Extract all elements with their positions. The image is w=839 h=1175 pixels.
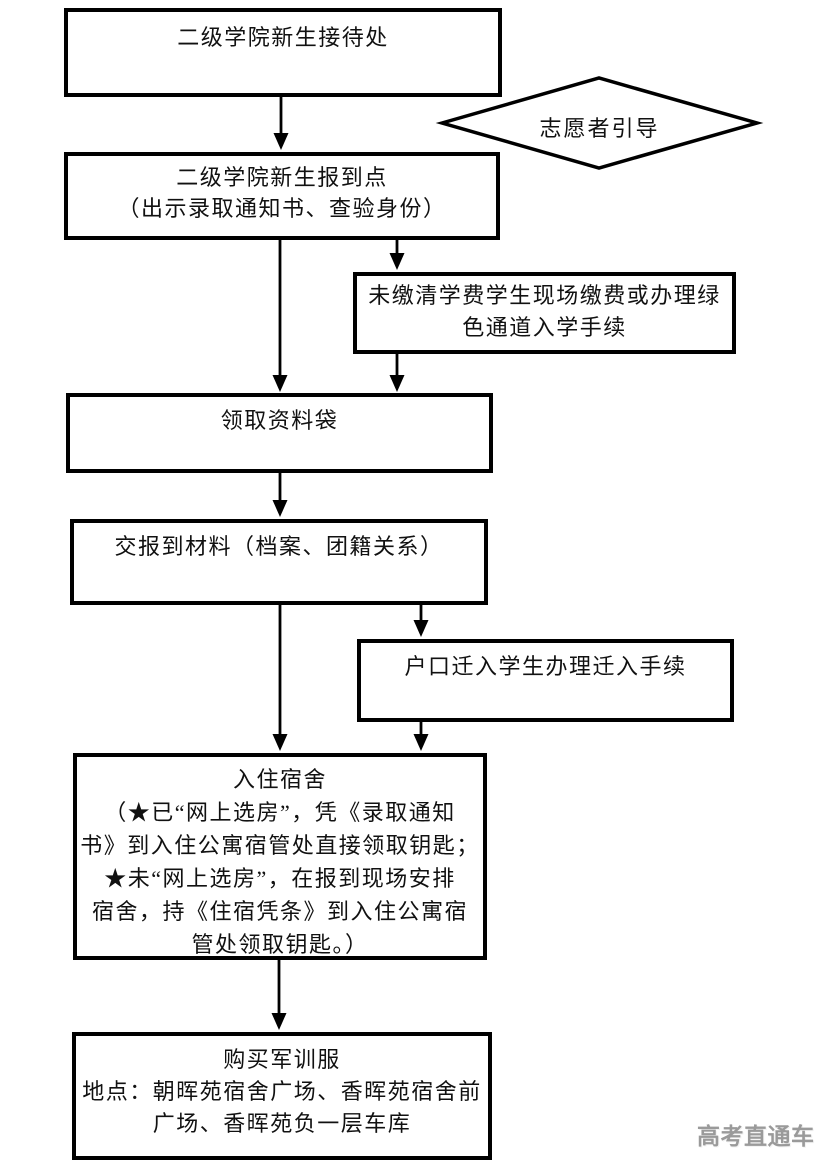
arrow-reception-to-checkin xyxy=(273,97,289,150)
node-uniform-line2: 地点：朝晖苑宿舍广场、香晖苑宿舍前 xyxy=(82,1079,482,1104)
node-uniform-line3: 广场、香晖苑负一层车库 xyxy=(152,1111,412,1136)
node-volunteer-guide-label: 志愿者引导 xyxy=(539,116,660,141)
volunteer-diamond-shape xyxy=(435,76,764,170)
watermark: 高考直通车 xyxy=(697,1123,815,1149)
node-checkin-line1: 二级学院新生报到点 xyxy=(176,165,388,190)
node-materials-bag-text: 领取资料袋 xyxy=(220,408,339,433)
arrow-bag-to-submit xyxy=(272,473,288,517)
arrow-tuition-to-bag xyxy=(389,354,405,392)
node-checkin-line2: （出示录取通知书、查验身份） xyxy=(117,196,447,221)
arrow-checkin-to-bag xyxy=(272,240,288,392)
node-uniform-line1: 购买军训服 xyxy=(223,1047,341,1072)
node-dorm-line4: ★未“网上选房”，在报到现场安排 xyxy=(104,866,456,891)
node-buy-uniform: 购买军训服 地点：朝晖苑宿舍广场、香晖苑宿舍前 广场、香晖苑负一层车库 xyxy=(72,1032,492,1160)
arrow-checkin-to-tuition xyxy=(389,240,405,270)
node-dorm-line6: 管处领取钥匙。） xyxy=(191,932,369,957)
node-dorm-line3: 书》到入住公寓宿管处直接领取钥匙； xyxy=(80,833,480,858)
node-dorm-line2: （★已“网上选房”，凭《录取通知 xyxy=(104,800,456,825)
node-checkin-point: 二级学院新生报到点 （出示录取通知书、查验身份） xyxy=(64,152,500,240)
node-dorm-checkin: 入住宿舍 （★已“网上选房”，凭《录取通知 书》到入住公寓宿管处直接领取钥匙； … xyxy=(73,753,487,960)
node-hukou-transfer: 户口迁入学生办理迁入手续 xyxy=(357,639,734,722)
node-submit-materials-text: 交报到材料（档案、团籍关系） xyxy=(114,534,444,559)
arrow-submit-to-hukou xyxy=(413,605,429,637)
node-dorm-line1: 入住宿舍 xyxy=(232,767,327,792)
node-reception-text: 二级学院新生接待处 xyxy=(177,25,389,50)
node-tuition-line2: 色通道入学手续 xyxy=(462,315,627,340)
arrow-submit-to-dorm xyxy=(272,605,288,751)
node-hukou-transfer-text: 户口迁入学生办理迁入手续 xyxy=(404,654,687,679)
node-materials-bag: 领取资料袋 xyxy=(66,393,493,473)
node-dorm-line5: 宿舍，持《住宿凭条》到入住公寓宿 xyxy=(91,899,468,924)
node-reception: 二级学院新生接待处 xyxy=(64,8,502,97)
node-tuition-line1: 未缴清学费学生现场缴费或办理绿 xyxy=(368,283,721,308)
arrow-hukou-to-dorm xyxy=(413,722,429,751)
node-tuition-payment: 未缴清学费学生现场缴费或办理绿 色通道入学手续 xyxy=(353,272,736,354)
node-submit-materials: 交报到材料（档案、团籍关系） xyxy=(70,519,488,605)
arrow-dorm-to-uniform xyxy=(271,960,287,1030)
